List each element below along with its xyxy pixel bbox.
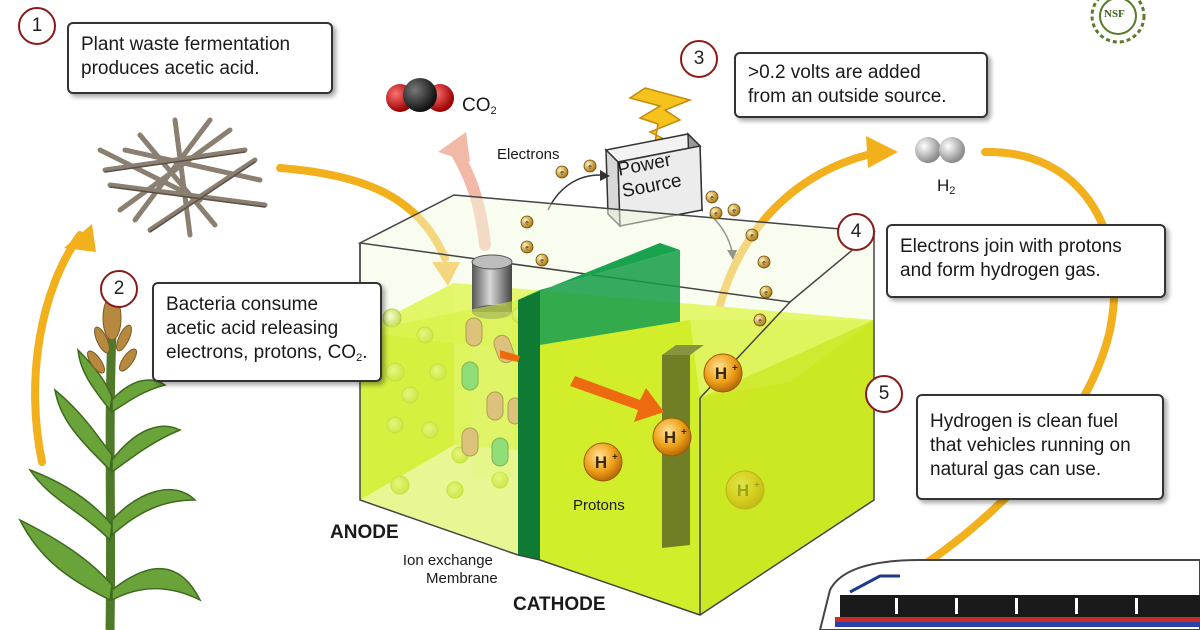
svg-text:e: e xyxy=(764,291,768,297)
nsf-logo-text: NSF xyxy=(1104,8,1125,20)
power-source-box xyxy=(604,132,703,228)
step-3-callout: >0.2 volts are added from an outside sou… xyxy=(734,52,988,118)
svg-text:+: + xyxy=(732,363,738,374)
step-5-line-3: natural gas can use. xyxy=(930,459,1102,480)
plant-waste-shading xyxy=(104,151,266,233)
plant-waste-sticks xyxy=(97,117,268,238)
electrons: e e e e e e e e e e e e xyxy=(520,159,773,327)
step-4-callout: Electrons join with protons and form hyd… xyxy=(886,224,1166,298)
step-3-marker: 3 xyxy=(680,40,718,78)
proton-icon: H+ xyxy=(725,470,765,510)
step-4-marker: 4 xyxy=(837,213,875,251)
electron-icon: e xyxy=(535,253,549,267)
svg-text:e: e xyxy=(525,246,529,252)
step-1-line-1: Plant waste fermentation xyxy=(81,34,291,55)
step-5-marker: 5 xyxy=(865,375,903,413)
svg-text:+: + xyxy=(754,480,760,491)
svg-text:e: e xyxy=(588,165,592,171)
svg-text:H: H xyxy=(737,481,749,500)
electron-icon: e xyxy=(745,228,759,242)
svg-text:+: + xyxy=(681,427,687,438)
co2-molecule-icon xyxy=(386,78,454,112)
co2-label: CO2 xyxy=(462,95,497,117)
protons-label: Protons xyxy=(573,497,625,514)
step-5-line-2: that vehicles running on xyxy=(930,435,1131,456)
svg-text:e: e xyxy=(525,221,529,227)
proton-flow-arrows xyxy=(500,350,664,422)
proton-icon: H+ xyxy=(583,442,623,482)
protons: H+H+H+H+ xyxy=(583,353,765,510)
h2-label: H2 xyxy=(937,176,956,197)
proton-icon: H+ xyxy=(703,353,743,393)
electron-icon: e xyxy=(709,206,723,220)
step-3-line-1: >0.2 volts are added xyxy=(748,62,921,83)
step-2-line-1: Bacteria consume xyxy=(166,294,319,315)
natural-gas-vehicle xyxy=(818,559,1200,630)
electrolysis-tank xyxy=(357,194,876,616)
electron-icon: e xyxy=(757,255,771,269)
electron-icon: e xyxy=(520,240,534,254)
electron-icon: e xyxy=(520,215,534,229)
step-2-line-3: electrons, protons, CO2. xyxy=(166,342,368,364)
svg-text:e: e xyxy=(732,209,736,215)
membrane-label: Ion exchange Membrane xyxy=(398,552,498,588)
step-2-line-2: acetic acid releasing xyxy=(166,318,339,339)
svg-text:e: e xyxy=(560,171,564,177)
proton-icon: H+ xyxy=(652,417,692,457)
membrane-label-line-1: Ion exchange xyxy=(402,552,493,569)
svg-text:e: e xyxy=(758,319,762,325)
step-4-line-1: Electrons join with protons xyxy=(900,236,1122,257)
electron-icon: e xyxy=(705,190,719,204)
step-4-line-2: and form hydrogen gas. xyxy=(900,260,1101,281)
h2-molecule-icon xyxy=(915,137,965,163)
arrow-h2-to-vehicle xyxy=(896,147,1119,584)
cathode-label: CATHODE xyxy=(513,594,606,615)
arrow-plant-to-waste xyxy=(31,231,84,466)
step-5-line-1: Hydrogen is clean fuel xyxy=(930,411,1118,432)
nsf-logo xyxy=(1090,0,1146,44)
svg-text:H: H xyxy=(664,428,676,447)
svg-text:e: e xyxy=(540,259,544,265)
electron-icon: e xyxy=(555,165,569,179)
step-3-line-2: from an outside source. xyxy=(748,86,947,107)
svg-text:H: H xyxy=(595,453,607,472)
svg-text:+: + xyxy=(612,452,618,463)
electron-icon: e xyxy=(753,313,767,327)
step-2-marker: 2 xyxy=(100,270,138,308)
electron-icon: e xyxy=(583,159,597,173)
membrane-label-line-2: Membrane xyxy=(426,570,498,587)
svg-text:e: e xyxy=(714,212,718,218)
step-1-line-2: produces acetic acid. xyxy=(81,58,260,79)
svg-text:e: e xyxy=(710,196,714,202)
electron-icon: e xyxy=(759,285,773,299)
electrons-label: Electrons xyxy=(497,146,560,163)
svg-text:e: e xyxy=(762,261,766,267)
electron-icon: e xyxy=(727,203,741,217)
svg-text:H: H xyxy=(715,364,727,383)
step-5-callout: Hydrogen is clean fuel that vehicles run… xyxy=(916,394,1164,500)
step-1-callout: Plant waste fermentation produces acetic… xyxy=(67,22,333,94)
corn-plant xyxy=(18,295,202,630)
anode-label: ANODE xyxy=(330,522,399,543)
step-1-marker: 1 xyxy=(18,7,56,45)
step-2-callout: Bacteria consume acetic acid releasing e… xyxy=(152,282,382,382)
svg-text:e: e xyxy=(750,234,754,240)
